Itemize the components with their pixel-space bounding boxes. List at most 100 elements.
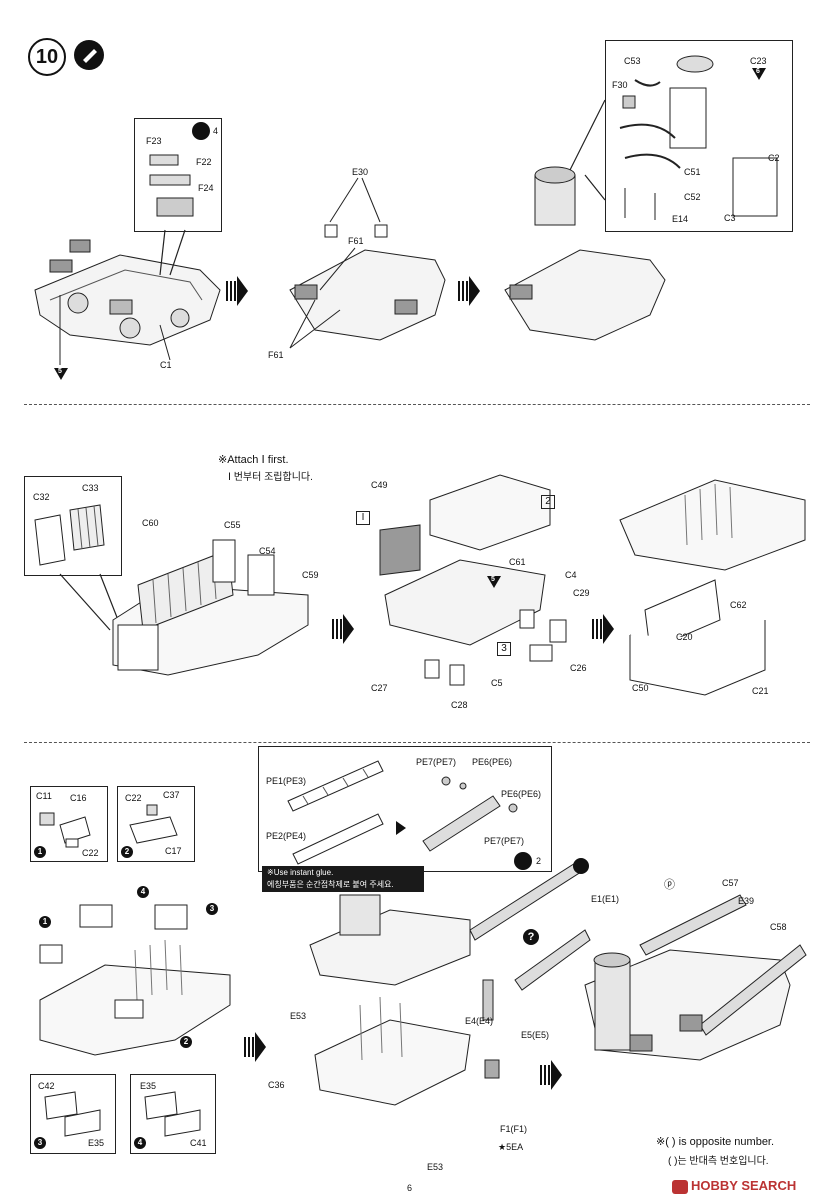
label-pe7-a: PE7(PE7) — [416, 757, 457, 767]
superstructure-mid-drawing — [309, 859, 591, 1106]
sub-number-4: 4 — [134, 1137, 146, 1149]
step-number: 10 — [28, 38, 66, 76]
label-c59: C59 — [302, 570, 319, 580]
flow-arrow-1b — [458, 276, 480, 306]
note-attach-first-ko: Ⅰ 번부터 조립합니다. — [228, 472, 313, 483]
label-e53-top: E53 — [290, 1011, 307, 1021]
label-c36: C36 — [268, 1080, 285, 1090]
cement-icon — [74, 40, 104, 70]
label-c26: C26 — [570, 663, 587, 673]
deck-exploded-drawing — [379, 474, 567, 686]
instant-glue-note-en: ※Use instant glue. — [267, 868, 334, 877]
label-f61-top: F61 — [348, 236, 364, 246]
label-c41: C41 — [190, 1138, 207, 1148]
sub2-drawing — [129, 804, 178, 844]
mid-leaders-1 — [289, 177, 381, 349]
label-f24: F24 — [198, 183, 214, 193]
label-c22-b: C22 — [125, 793, 142, 803]
label-pe2: PE2(PE4) — [266, 831, 307, 841]
label-e35-a: E35 — [88, 1138, 105, 1148]
callout-leader-right — [569, 99, 606, 201]
label-c2: C2 — [768, 153, 780, 163]
label-e14: E14 — [672, 214, 689, 224]
turret-parts-drawing — [149, 154, 194, 217]
label-e35-b: E35 — [140, 1081, 157, 1091]
label-e5: E5(E5) — [521, 1030, 550, 1040]
flow-arrow-3b — [540, 1060, 562, 1090]
label-c37: C37 — [163, 790, 180, 800]
pe-parts-drawing — [287, 760, 518, 865]
label-c54: C54 — [259, 546, 276, 556]
left-num-3: 3 — [206, 903, 218, 915]
label-c60: C60 — [142, 518, 159, 528]
glue-count-pe: 2 — [536, 856, 542, 866]
direction-marker-icon — [573, 858, 589, 874]
section-divider-1 — [24, 404, 810, 405]
label-c16: C16 — [70, 793, 87, 803]
instant-glue-note-ko: 에칭부품은 순간접착제로 붙여 주세요. — [267, 880, 394, 889]
label-c23: C23 — [750, 56, 767, 66]
superstructure-left-drawing — [39, 904, 231, 1056]
glue-count: 4 — [213, 126, 219, 136]
sub-number-3: 3 — [34, 1137, 46, 1149]
sub3-drawing — [44, 1091, 101, 1137]
label-c20: C20 — [676, 632, 693, 642]
label-pe6-a: PE6(PE6) — [472, 757, 513, 767]
label-c51: C51 — [684, 167, 701, 177]
label-c1: C1 — [160, 360, 172, 370]
label-c3: C3 — [724, 213, 736, 223]
sub4-drawing — [144, 1091, 201, 1137]
label-e30: E30 — [352, 167, 369, 177]
note-attach-first-en: ※Attach Ⅰ first. — [218, 454, 289, 466]
glue-icon-pe — [514, 852, 532, 870]
flow-arrow-2a — [332, 614, 354, 644]
marker-triangle-5b: 5 — [487, 576, 501, 588]
label-c55: C55 — [224, 520, 241, 530]
label-c22-a: C22 — [82, 848, 99, 858]
label-e4: E4(E4) — [465, 1016, 494, 1026]
marker-triangle-5: 5 — [54, 368, 68, 380]
p-mark: ⓟ — [664, 879, 675, 891]
label-c11: C11 — [36, 791, 52, 801]
label-c17: C17 — [165, 846, 182, 856]
label-f61-bottom: F61 — [268, 350, 284, 360]
label-c27: C27 — [371, 683, 388, 693]
sub-number-1: 1 — [34, 846, 46, 858]
section-divider-2 — [24, 742, 810, 743]
label-pe7-b: PE7(PE7) — [484, 836, 525, 846]
label-c53: C53 — [624, 56, 641, 66]
left-num-1: 1 — [39, 916, 51, 928]
label-c49: C49 — [371, 480, 388, 490]
label-f1: F1(F1) — [500, 1124, 527, 1134]
base-deck-drawing-1 — [34, 239, 221, 365]
label-c62: C62 — [730, 600, 747, 610]
marker-triangle-6: 6 — [752, 68, 766, 80]
label-c32: C32 — [33, 492, 50, 502]
flow-arrow-1a — [226, 276, 248, 306]
label-c33: C33 — [82, 483, 99, 493]
box-number-3: 3 — [497, 642, 511, 656]
base-deck-drawing-2 — [289, 224, 446, 341]
box-number-1: I — [356, 511, 370, 525]
label-c50: C50 — [632, 683, 649, 693]
label-c57: C57 — [722, 878, 739, 888]
base-deck-drawing-3 — [504, 166, 666, 341]
label-e53-bottom: E53 — [427, 1162, 444, 1172]
label-five-each: ★5EA — [498, 1142, 524, 1152]
deck-side-walls-drawing — [619, 479, 806, 696]
label-e1: E1(E1) — [591, 894, 620, 904]
page-number: 6 — [407, 1183, 413, 1193]
label-c29: C29 — [573, 588, 590, 598]
left-num-4: 4 — [137, 886, 149, 898]
instant-glue-note: ※Use instant glue. 에칭부품은 순간접착제로 붙여 주세요. — [262, 866, 424, 892]
label-c61: C61 — [509, 557, 526, 567]
label-c58: C58 — [770, 922, 787, 932]
left-num-2: 2 — [180, 1036, 192, 1048]
label-c42: C42 — [38, 1081, 55, 1091]
label-pe1: PE1(PE3) — [266, 776, 307, 786]
opposite-number-note-ko: ( )는 반대측 번호입니다. — [668, 1156, 769, 1167]
glue-icon — [192, 122, 210, 140]
hobby-search-watermark: HOBBY SEARCH — [672, 1177, 796, 1195]
label-pe6-b: PE6(PE6) — [501, 789, 542, 799]
bulkhead-assembly-drawing — [112, 539, 309, 676]
